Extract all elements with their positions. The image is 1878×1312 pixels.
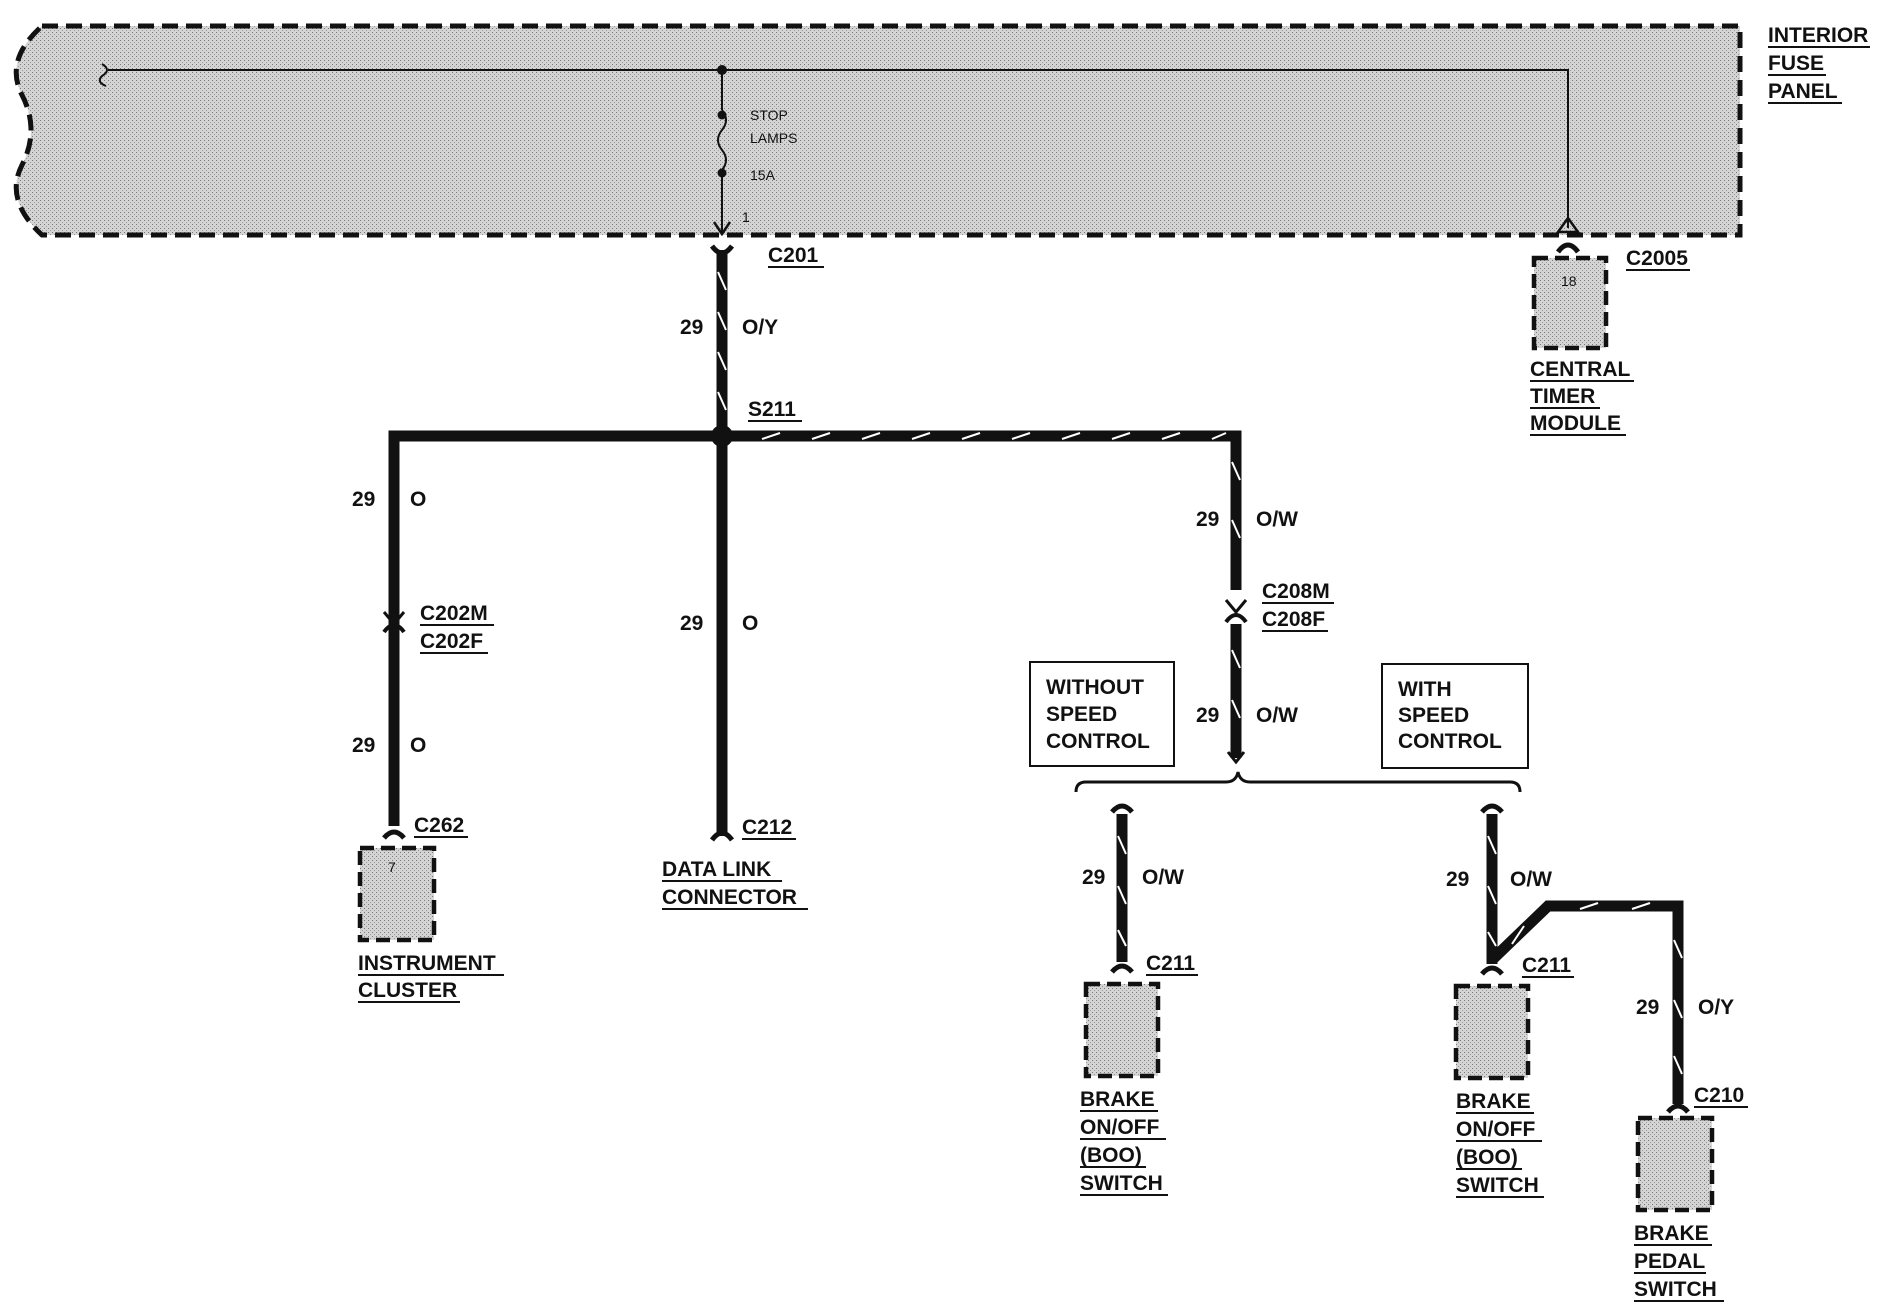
brake-pedal-line3: SWITCH — [1634, 1278, 1717, 1301]
wire-boo-with-circuit: 29 — [1446, 868, 1469, 891]
fuse-name-line1: STOP — [750, 107, 788, 123]
wire-left-lower-circuit: 29 — [352, 734, 375, 757]
wire-center-circuit: 29 — [680, 612, 703, 635]
stop-lamps-fuse — [712, 65, 732, 237]
option-without-line2: SPEED — [1046, 703, 1117, 726]
panel-title-line1: INTERIOR — [1768, 24, 1868, 47]
instrument-cluster — [357, 845, 437, 943]
option-with-line3: CONTROL — [1398, 730, 1502, 753]
c202f-label: C202F — [420, 630, 483, 653]
c208f-label: C208F — [1262, 608, 1325, 631]
wire-boo-without-circuit: 29 — [1082, 866, 1105, 889]
option-with-line1: WITH — [1398, 678, 1452, 701]
c211-label-a: C211 — [1146, 952, 1195, 975]
wire-main-circuit: 29 — [680, 316, 703, 339]
c208m-label: C208M — [1262, 580, 1330, 603]
panel-wire-break-mark — [98, 63, 108, 87]
boo-switch-without-speed-control — [1083, 981, 1161, 1079]
brake-pedal-line1: BRAKE — [1634, 1222, 1709, 1245]
boo-switch-with-speed-control — [1453, 983, 1531, 1081]
option-box-without-speed-control — [1029, 661, 1175, 767]
boo-b-line4: SWITCH — [1456, 1174, 1539, 1197]
wire-right-lower-color: O/W — [1256, 704, 1298, 727]
panel-internal-wire — [108, 69, 1569, 228]
c2005-label: C2005 — [1626, 247, 1688, 270]
c211-label-b: C211 — [1522, 954, 1571, 977]
wire-left-lower-color: O — [410, 734, 426, 757]
fuse-pin: 1 — [742, 209, 750, 225]
fuse-rating: 15A — [750, 167, 776, 183]
brake-pedal-line2: PEDAL — [1634, 1250, 1705, 1273]
option-with-line2: SPEED — [1398, 704, 1469, 727]
option-without-line1: WITHOUT — [1046, 676, 1144, 699]
wire-boo-with-color: O/W — [1510, 868, 1552, 891]
boo-b-line2: ON/OFF — [1456, 1118, 1535, 1141]
boo-a-line3: (BOO) — [1080, 1144, 1142, 1167]
wire-main-color: O/Y — [742, 316, 778, 339]
option-bracket — [1074, 771, 1522, 793]
c212-label: C212 — [742, 816, 792, 839]
wire-right-upper-color: O/W — [1256, 508, 1298, 531]
s211-splice — [711, 425, 733, 447]
boo-b-line3: (BOO) — [1456, 1146, 1518, 1169]
data-link-line1: DATA LINK — [662, 858, 771, 881]
panel-title-line3: PANEL — [1768, 80, 1838, 103]
central-timer-module — [1531, 255, 1609, 351]
boo-b-line1: BRAKE — [1456, 1090, 1531, 1113]
option-without-line3: CONTROL — [1046, 730, 1150, 753]
wire-left-upper-circuit: 29 — [352, 488, 375, 511]
c202m-label: C202M — [420, 602, 488, 625]
c262-label: C262 — [414, 814, 464, 837]
boo-a-line4: SWITCH — [1080, 1172, 1163, 1195]
wire-left-upper-color: O — [410, 488, 426, 511]
instrument-cluster-line1: INSTRUMENT — [358, 952, 496, 975]
data-link-line2: CONNECTOR — [662, 886, 797, 909]
panel-title-line2: FUSE — [1768, 52, 1824, 75]
c2005-terminal — [1555, 215, 1581, 234]
boo-a-line2: ON/OFF — [1080, 1116, 1159, 1139]
wire-center-color: O — [742, 612, 758, 635]
c210-label: C210 — [1694, 1084, 1744, 1107]
wire-right-upper-circuit: 29 — [1196, 508, 1219, 531]
central-timer-line2: TIMER — [1530, 385, 1595, 408]
s211-label: S211 — [748, 398, 796, 421]
instrument-cluster-line2: CLUSTER — [358, 979, 457, 1002]
c201-label: C201 — [768, 244, 819, 267]
fuse-name-line2: LAMPS — [750, 130, 797, 146]
central-timer-line3: MODULE — [1530, 412, 1621, 435]
wire-right-lower-circuit: 29 — [1196, 704, 1219, 727]
wire-boo-without-color: O/W — [1142, 866, 1184, 889]
boo-a-line1: BRAKE — [1080, 1088, 1155, 1111]
central-timer-pin: 18 — [1561, 273, 1577, 289]
instrument-cluster-pin: 7 — [388, 859, 396, 875]
wire-pedal-color: O/Y — [1698, 996, 1734, 1019]
interior-fuse-panel — [13, 23, 1743, 238]
central-timer-line1: CENTRAL — [1530, 358, 1630, 381]
option-box-with-speed-control — [1381, 663, 1529, 769]
brake-pedal-switch — [1635, 1115, 1715, 1213]
wire-pedal-circuit: 29 — [1636, 996, 1659, 1019]
